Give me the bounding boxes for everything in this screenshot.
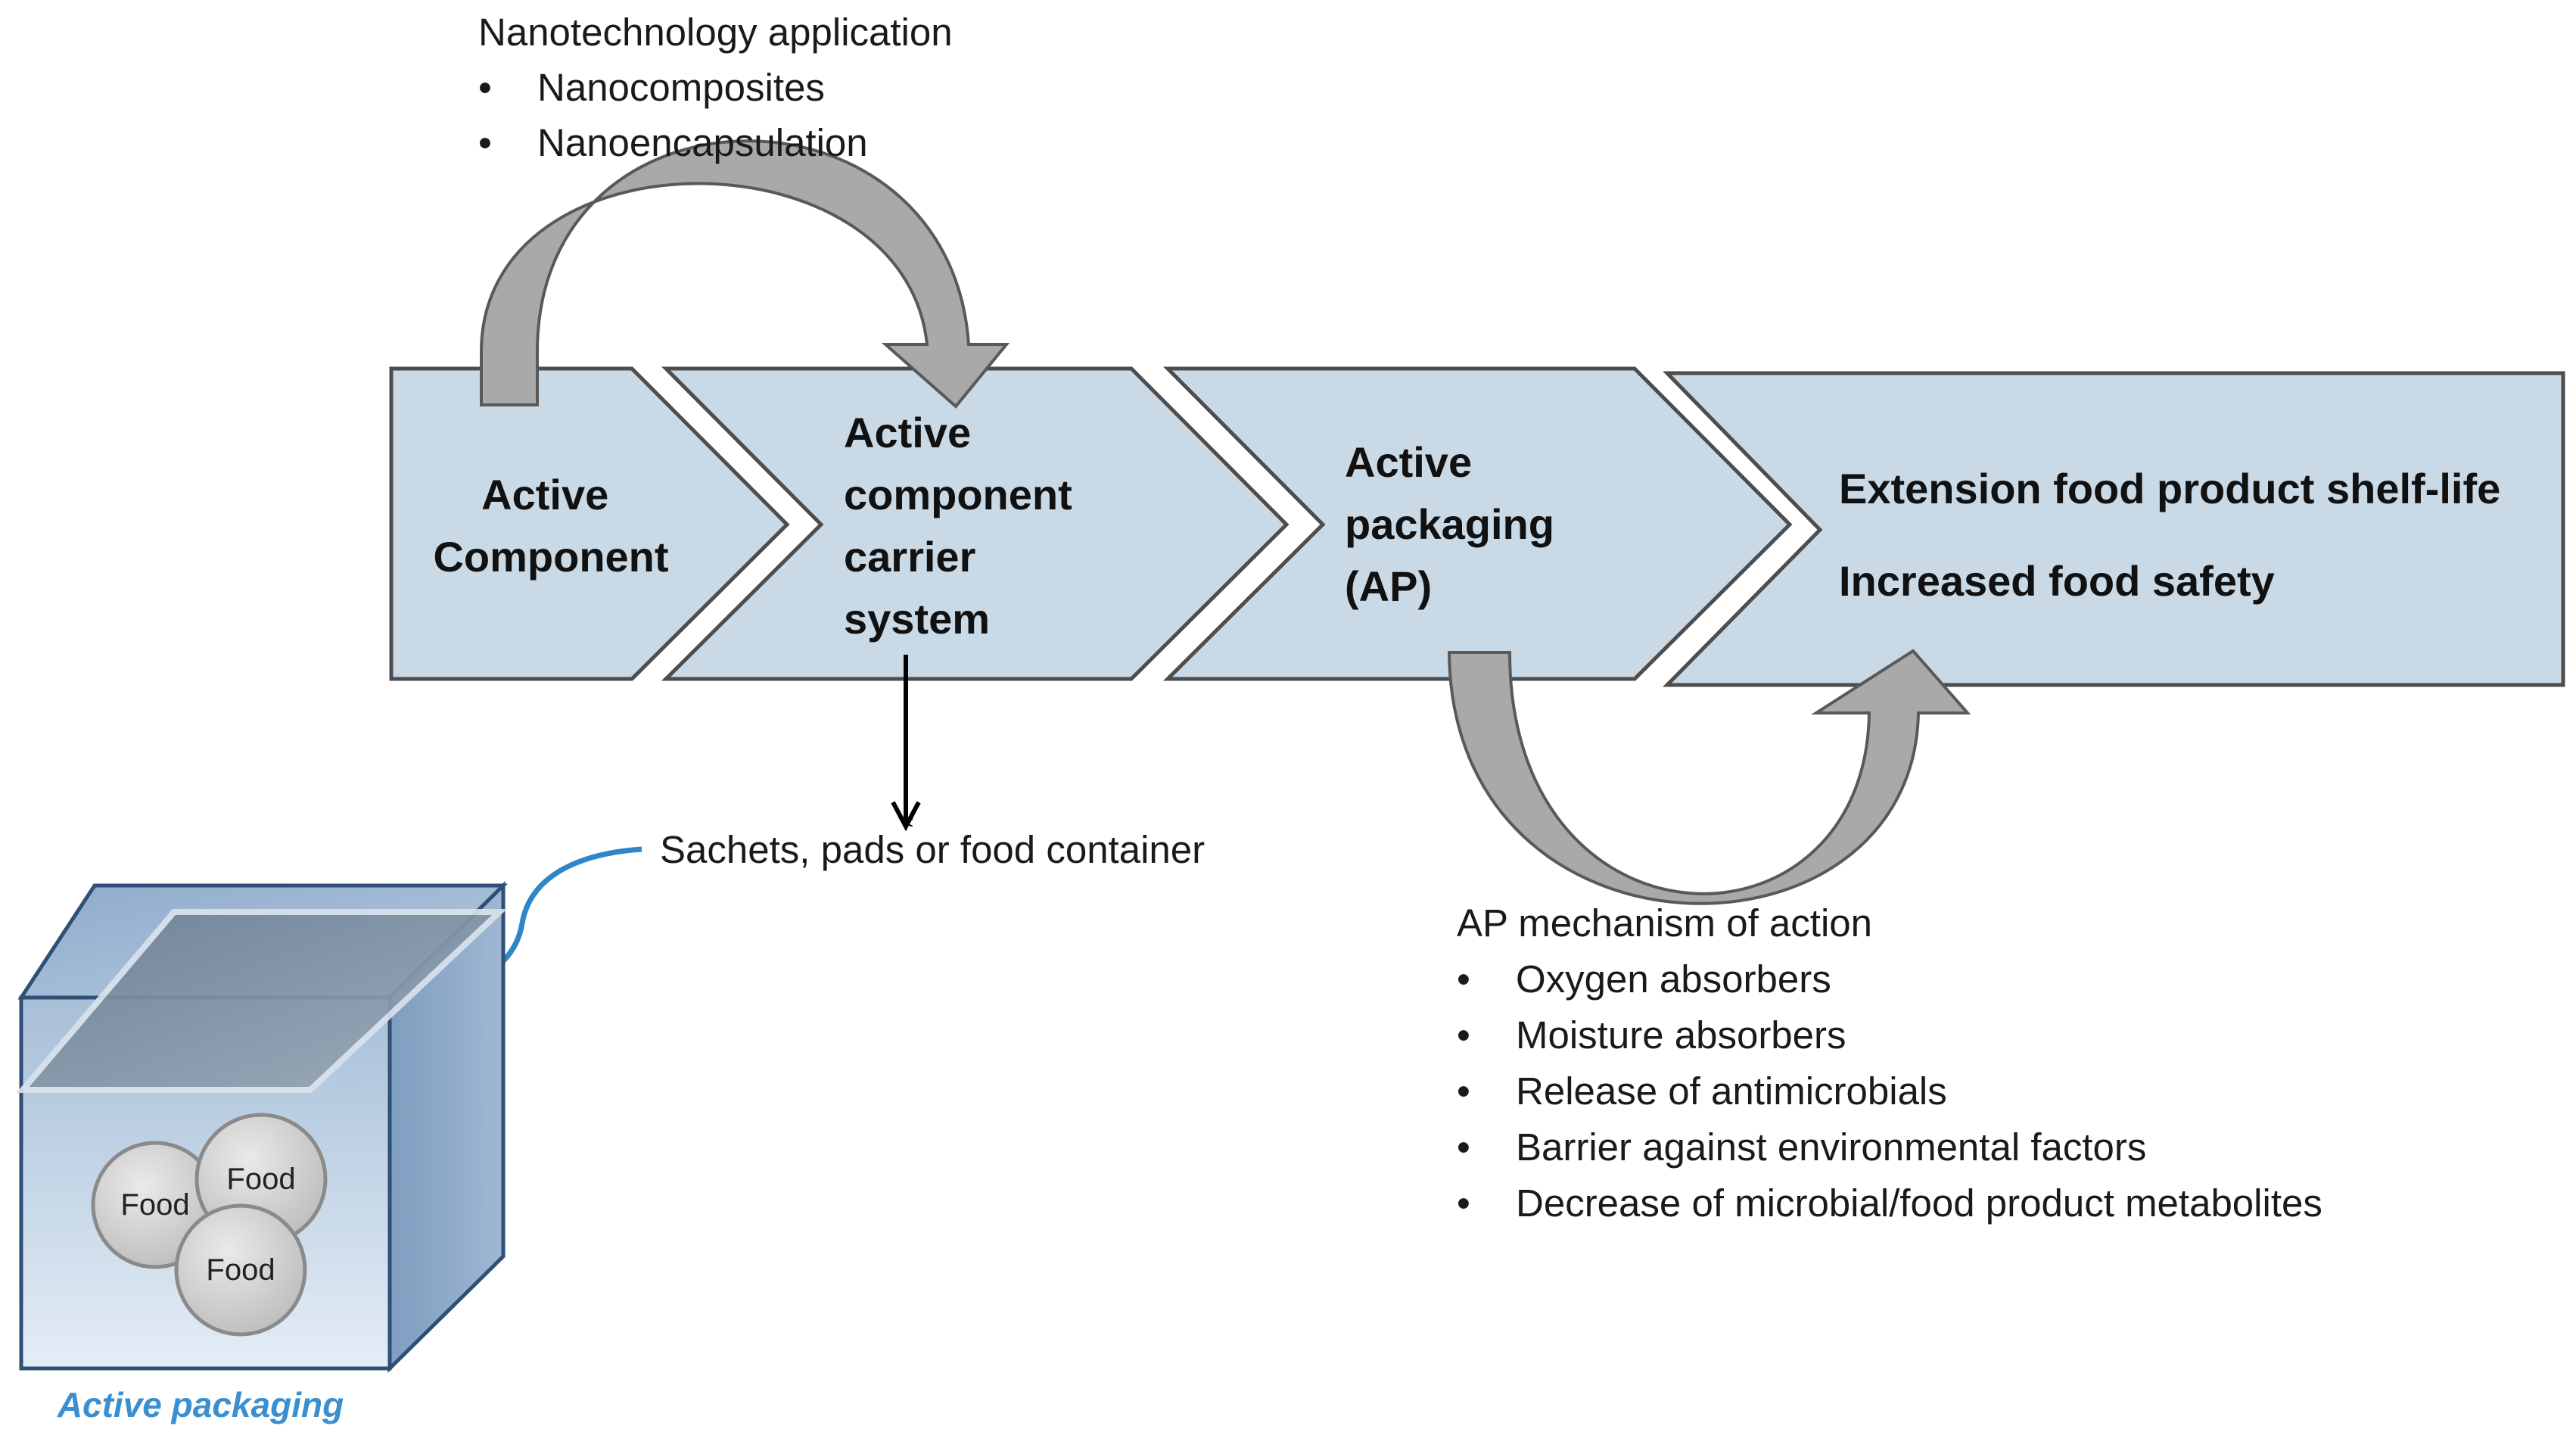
outcome-shelf-life: Extension food product shelf-life (1839, 465, 2500, 512)
ap-mechanism-bullet: • (1457, 1069, 1470, 1113)
active-packaging-label: Active packaging (AP) (1345, 438, 1566, 610)
ap-mechanism-bullet: • (1457, 1013, 1470, 1057)
food-item (174, 1203, 307, 1337)
ap-mechanism-curved-arrow (1447, 649, 1971, 905)
outcome-food-safety: Increased food safety (1839, 557, 2275, 605)
ap-mechanism-item: Decrease of microbial/food product metab… (1516, 1181, 2322, 1225)
carrier-system-label: Active component carrier system (844, 409, 1084, 643)
chevron-carrier-system (661, 366, 1290, 681)
nanotech-curved-arrow (480, 139, 1010, 409)
active-component-label: Active Component (433, 471, 668, 581)
nanotech-heading: Nanotechnology application (478, 11, 953, 54)
nanotech-item: Nanoencapsulation (537, 121, 868, 164)
ap-mechanism-item: Barrier against environmental factors (1516, 1125, 2146, 1169)
food-label: Food (120, 1188, 189, 1222)
ap-mechanism-item: Release of antimicrobials (1516, 1069, 1947, 1113)
active-packaging-caption: Active packaging (57, 1385, 344, 1424)
nanotech-item: Nanocomposites (537, 66, 825, 109)
ap-mechanism-bullet: • (1457, 957, 1470, 1001)
active-packaging-box: Food Food Food (16, 881, 509, 1373)
ap-mechanism-bullet: • (1457, 1125, 1470, 1169)
box-lid-sachet (16, 909, 508, 1093)
chevron-active-packaging (1162, 366, 1793, 681)
nanotech-bullet: • (478, 66, 492, 109)
carrier-down-arrowhead (891, 801, 921, 832)
ap-mechanism-bullet: • (1457, 1181, 1470, 1225)
ap-mechanism-item: Moisture absorbers (1516, 1013, 1846, 1057)
ap-mechanism-heading: AP mechanism of action (1457, 901, 1872, 945)
food-label: Food (206, 1253, 275, 1287)
ap-mechanism-item: Oxygen absorbers (1516, 957, 1831, 1001)
sachets-label: Sachets, pads or food container (660, 828, 1205, 871)
nanotech-bullet: • (478, 121, 492, 164)
chevron-active-component (389, 366, 790, 681)
food-label: Food (226, 1163, 295, 1196)
outcome-arrow-box (1663, 371, 2565, 687)
